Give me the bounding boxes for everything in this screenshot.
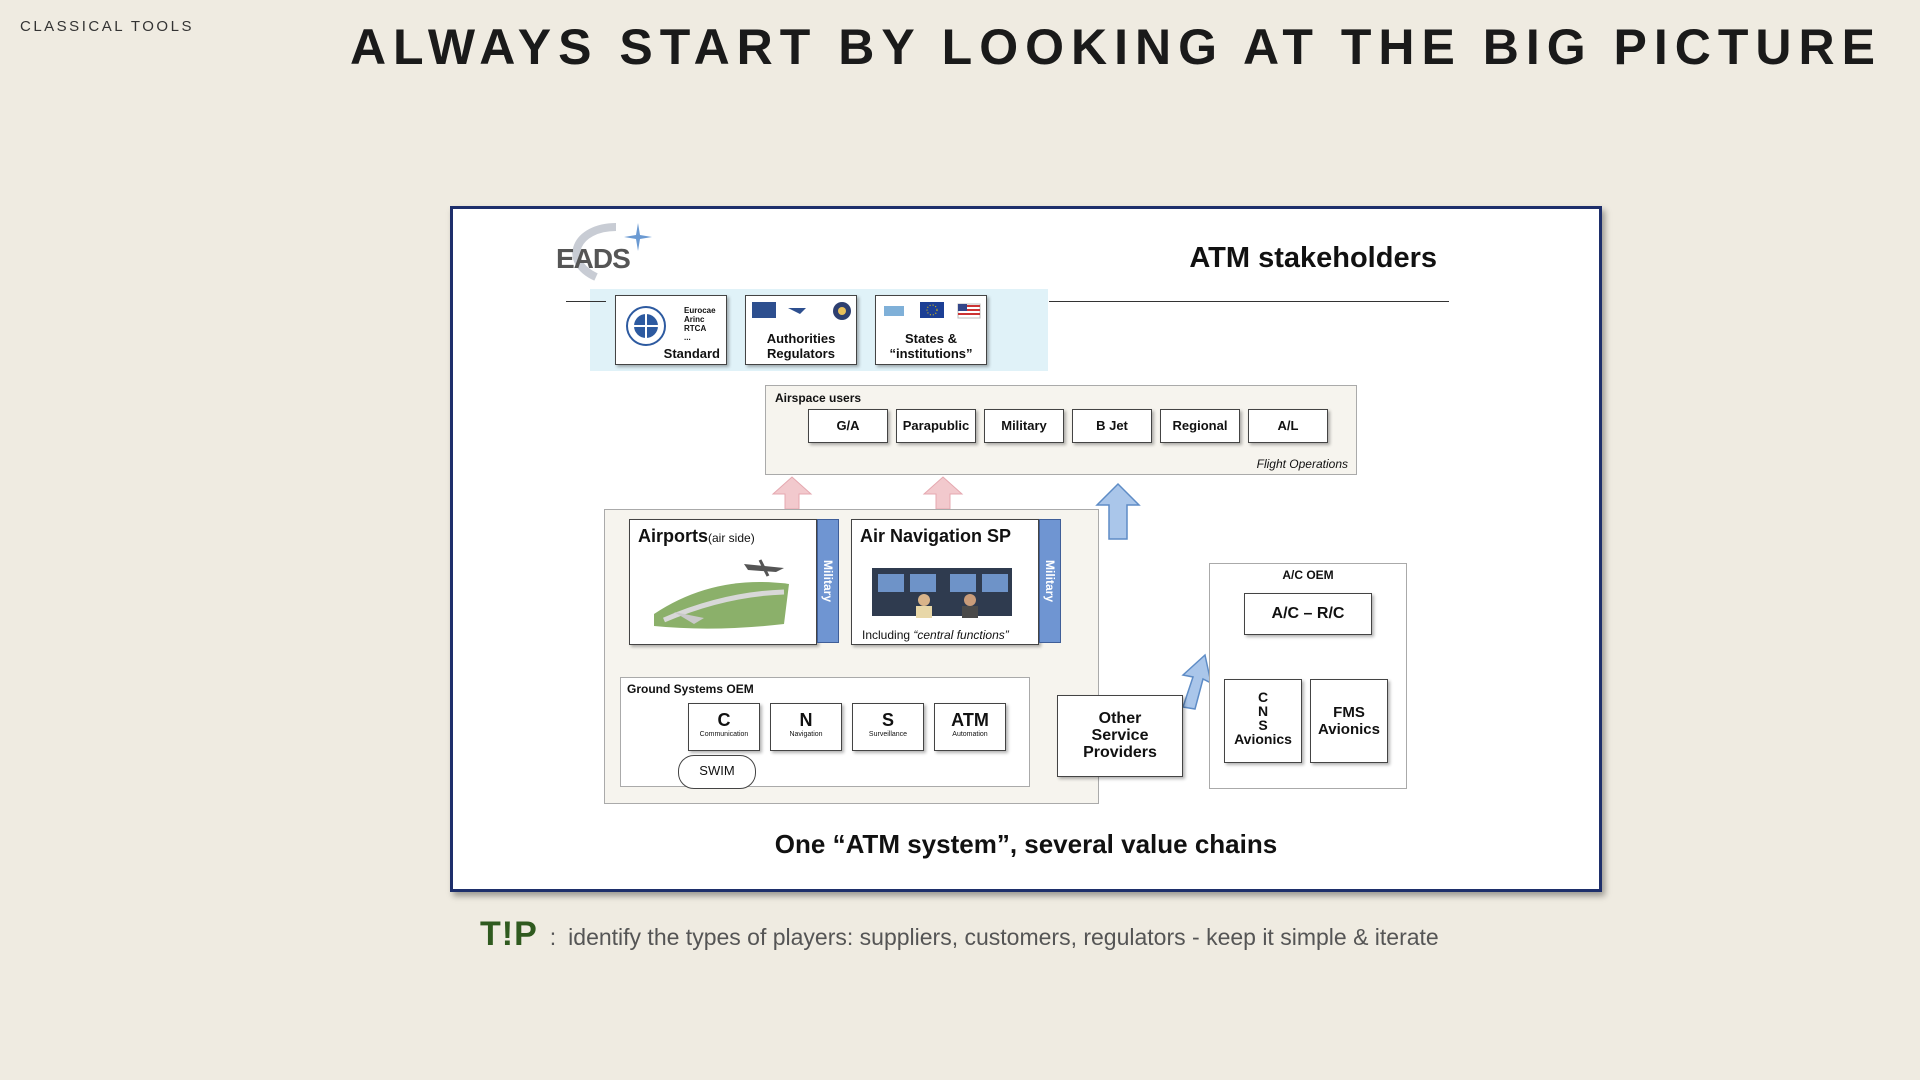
atm-letter: ATM <box>951 710 989 730</box>
swim-cloud: SWIM <box>678 755 756 789</box>
org-label: RTCA <box>684 324 707 333</box>
other-line: Other <box>1098 710 1142 727</box>
air-navigation-sp-title: Air Navigation SP <box>860 526 1012 546</box>
states-label: States & “institutions” <box>876 331 986 361</box>
user-box-parapublic: Parapublic <box>896 409 976 443</box>
states-line: States & <box>904 331 958 346</box>
authorities-box: Authorities Regulators <box>745 295 857 365</box>
navigation-letter: N <box>799 710 813 730</box>
including-prefix: Including <box>862 628 914 642</box>
regulators-line: Regulators <box>767 346 835 361</box>
navigation-box: N Navigation <box>770 703 842 751</box>
tip-separator: : <box>549 924 557 950</box>
ac-oem-title: A/C OEM <box>1282 568 1334 582</box>
authorities-line: Authorities <box>766 331 836 346</box>
authority-logos-icon <box>752 302 851 320</box>
pink-up-arrow-icon <box>771 476 813 510</box>
tip-line: T!P: identify the types of players: suppl… <box>480 915 1439 954</box>
flight-operations-note: Flight Operations <box>1256 457 1348 471</box>
airspace-users-title: Airspace users <box>775 391 862 405</box>
atm-automation-box: ATM Automation <box>934 703 1006 751</box>
diagram-title: ATM stakeholders <box>1189 242 1437 274</box>
air-navigation-sp-box: Air Navigation SP Including “central fun… <box>851 519 1039 645</box>
pink-up-arrow-icon <box>922 476 964 510</box>
tip-text: identify the types of players: suppliers… <box>568 924 1439 950</box>
airports-title-text: Airports <box>638 526 709 546</box>
org-label: Arinc <box>684 315 705 324</box>
org-label: ... <box>684 333 691 342</box>
state-flags-icon <box>884 302 981 319</box>
communication-letter: C <box>717 710 731 730</box>
central-functions-text: “central functions” <box>913 628 1009 642</box>
cns-letter: S <box>1258 717 1268 733</box>
org-label: Eurocae <box>684 306 716 315</box>
fms-line: FMS <box>1333 704 1365 721</box>
airports-box: Airports(air side) <box>629 519 817 645</box>
blue-diagonal-arrow-icon <box>1181 653 1213 710</box>
section-label: CLASSICAL TOOLS <box>20 18 194 35</box>
airspace-users-panel: Airspace users G/A Parapublic Military B… <box>765 385 1357 475</box>
surveillance-sub: Surveillance <box>868 731 908 738</box>
eads-logo: EADS <box>556 221 666 281</box>
blue-up-arrow-icon <box>1095 482 1141 540</box>
user-box-ga: G/A <box>808 409 888 443</box>
fms-avionics-box: FMS Avionics <box>1310 679 1388 763</box>
cns-avionics-box: C N S Avionics <box>1224 679 1302 763</box>
navigation-sub: Navigation <box>789 731 823 738</box>
slide-title: ALWAYS START BY LOOKING AT THE BIG PICTU… <box>349 19 1882 75</box>
diagram-caption: One “ATM system”, several value chains <box>774 829 1278 859</box>
central-functions-note: Including “central functions” <box>862 628 1009 642</box>
states-box: States & “institutions” <box>875 295 987 365</box>
fms-avionics-line: Avionics <box>1318 721 1380 738</box>
communication-box: C Communication <box>688 703 760 751</box>
cns-avionics-label: Avionics <box>1234 731 1292 747</box>
title-rule <box>566 301 606 302</box>
automation-sub: Automation <box>952 731 988 738</box>
airports-title: Airports(air side) <box>638 526 755 547</box>
surveillance-letter: S <box>881 710 894 730</box>
authorities-label: Authorities Regulators <box>746 331 856 361</box>
other-service-providers-box: Other Service Providers <box>1057 695 1183 777</box>
surveillance-box: S Surveillance <box>852 703 924 751</box>
cns-letter: C <box>1257 689 1269 705</box>
airport-photo <box>644 554 794 632</box>
institutions-line: “institutions” <box>889 346 973 361</box>
standard-label: Standard <box>663 346 720 361</box>
icao-emblem-icon <box>626 306 666 346</box>
diagram-frame: EADS ATM stakeholders Eurocae Arinc RTCA… <box>450 206 1602 892</box>
user-box-airline: A/L <box>1248 409 1328 443</box>
cns-letter: N <box>1257 703 1269 719</box>
user-box-military: Military <box>984 409 1064 443</box>
user-box-bjet: B Jet <box>1072 409 1152 443</box>
providers-line: Providers <box>1083 744 1157 761</box>
user-box-regional: Regional <box>1160 409 1240 443</box>
communication-sub: Communication <box>699 731 749 738</box>
eads-logo-text: EADS <box>556 243 631 274</box>
airports-military-bar: Military <box>817 519 839 643</box>
ansp-military-bar: Military <box>1039 519 1061 643</box>
title-rule <box>1049 301 1449 302</box>
service-line: Service <box>1091 727 1149 744</box>
eads-swoosh-icon <box>572 223 652 281</box>
ac-rc-box: A/C – R/C <box>1244 593 1372 635</box>
air-side-qualifier: (air side) <box>708 531 755 545</box>
tip-mark: T!P <box>480 915 538 953</box>
control-room-photo <box>866 554 1016 632</box>
standards-org-list: Eurocae Arinc RTCA ... <box>684 306 716 342</box>
standard-box: Eurocae Arinc RTCA ... Standard <box>615 295 727 365</box>
ground-systems-oem-title: Ground Systems OEM <box>627 682 754 696</box>
